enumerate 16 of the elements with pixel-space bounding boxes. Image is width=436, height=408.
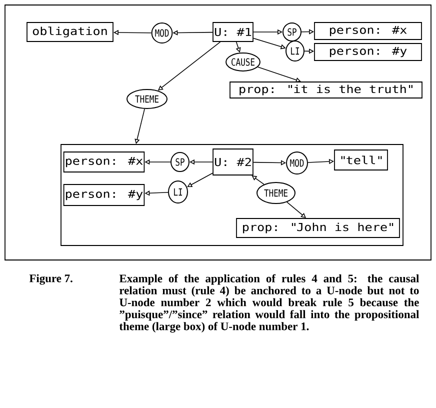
concept-box: prop: "it is the truth" (230, 82, 422, 98)
concept-box: U: #1 (212, 22, 254, 42)
figure-caption: Example of the application of rules 4 and 5: the causal relation must (rule 4) be anchored to a U-node but not to U-node number 2 which would break rule 5 because the ”puisque”/”since” relation would fall into the propositional theme (large box) of U-node number 1. (119, 274, 420, 333)
concept-box: person: #y (63, 184, 145, 206)
concept-box: U: #2 (212, 148, 254, 176)
concept-box: person: #x (314, 22, 422, 40)
arrow (187, 172, 213, 188)
concept-box: prop: "John is here" (236, 218, 400, 238)
arrow (257, 66, 301, 82)
concept-box: "tell" (334, 150, 388, 170)
arrow (253, 160, 286, 166)
concept-box: person: #x (63, 152, 145, 172)
figure-number: Figure 7. (29, 274, 72, 285)
concept-box: obligation (26, 22, 114, 42)
proposition-frame (60, 144, 404, 246)
concept-box: person: #y (314, 43, 422, 61)
